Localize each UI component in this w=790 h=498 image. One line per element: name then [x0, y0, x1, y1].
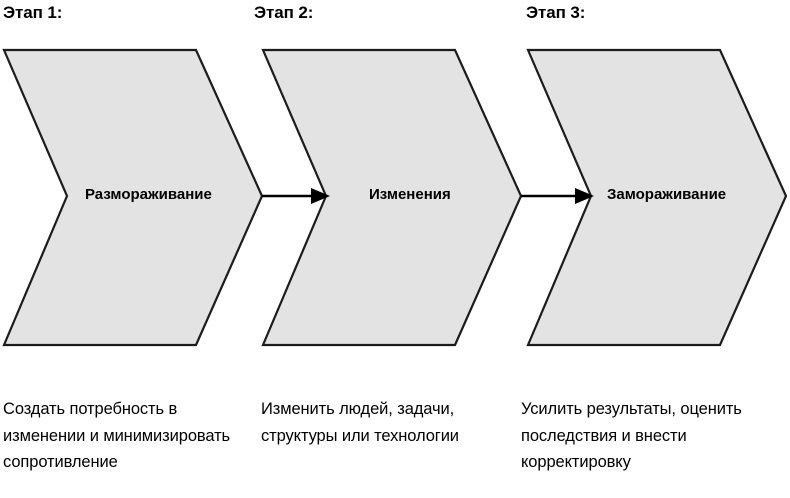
stage-description-1: Создать потребность в изменении и миними… — [3, 400, 231, 471]
chevron-shape-1[interactable] — [2, 48, 264, 347]
arrow-right-icon-2 — [521, 188, 594, 204]
stage-header-3: Этап 3: — [526, 3, 586, 22]
chevron-label-3: Замораживание — [607, 186, 727, 203]
chevron-label-2: Изменения — [369, 186, 451, 203]
stage-header-2: Этап 2: — [254, 3, 314, 22]
stage-description-3: Усилить результаты, оценить последствия … — [521, 400, 742, 471]
arrow-right-icon-1 — [262, 188, 330, 204]
stage-header-1: Этап 1: — [3, 3, 63, 22]
stage-description-2: Изменить людей, задачи, структуры или те… — [261, 400, 459, 445]
chevron-label-1: Размораживание — [85, 186, 212, 203]
